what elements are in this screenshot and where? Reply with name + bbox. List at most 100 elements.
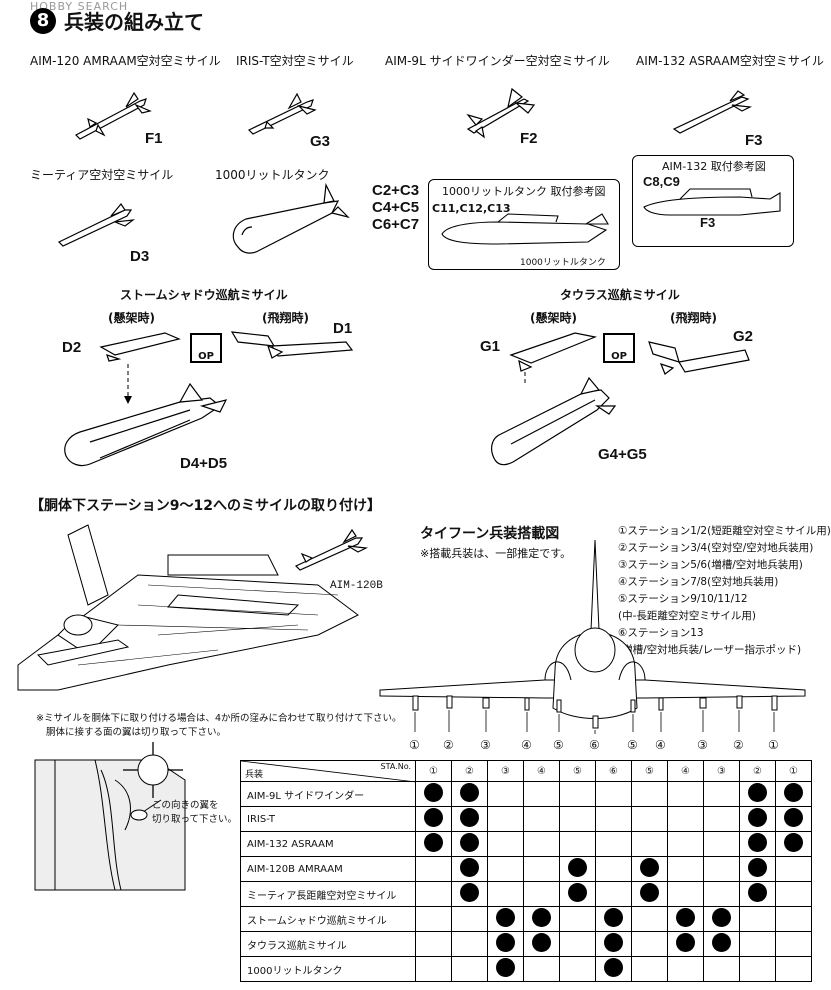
station-cell [559, 856, 596, 882]
fuselage-underside-drawing [17, 524, 359, 691]
station-cell [667, 806, 704, 832]
detail-note-1: この向きの翼を [152, 800, 219, 811]
weapon-name-cell: AIM-9L サイドワインダー [240, 781, 416, 807]
loaded-dot [496, 958, 515, 977]
table-col-header: ④ [523, 760, 560, 782]
station-cell [631, 781, 668, 807]
station-cell [703, 931, 740, 957]
station-cell [703, 856, 740, 882]
tank-ref-drawing [441, 213, 609, 245]
loaded-dot [568, 858, 587, 877]
table-row: 1000リットルタンク [240, 956, 812, 982]
station-cell [451, 856, 488, 882]
loaded-dot [604, 958, 623, 977]
station-cell [775, 881, 812, 907]
loaded-dot [460, 808, 479, 827]
fuselage-note-2: 胴体に接する面の翼は切り取って下さい。 [46, 727, 227, 738]
table-col-header: ② [451, 760, 488, 782]
step-number-badge: 8 [30, 8, 56, 34]
op-icon-storm-shadow: OP [190, 333, 222, 363]
loaded-dot [424, 808, 443, 827]
loaded-dot [460, 883, 479, 902]
station-cell [739, 831, 776, 857]
loaded-dot [784, 783, 803, 802]
station-cell [595, 831, 632, 857]
storm-shadow-hung-label: (懸架時) [108, 311, 155, 325]
taurus-flight-wing [648, 341, 750, 375]
aim9-part: F2 [520, 130, 538, 147]
station-cell [667, 906, 704, 932]
loaded-dot [748, 858, 767, 877]
station-cell [667, 956, 704, 982]
station-cell [451, 931, 488, 957]
loaded-dot [532, 933, 551, 952]
table-col-header: ① [415, 760, 452, 782]
station-cell [667, 931, 704, 957]
loaded-dot [784, 833, 803, 852]
loaded-dot [496, 933, 515, 952]
table-col-header: ③ [487, 760, 524, 782]
station-cell [559, 781, 596, 807]
fuselage-note-1: ※ミサイルを胴体下に取り付ける場合は、4か所の窪みに合わせて取り付けて下さい。 [36, 713, 402, 724]
loaded-dot [496, 908, 515, 927]
station-cell [631, 906, 668, 932]
loaded-dot [748, 883, 767, 902]
station-cell [451, 806, 488, 832]
station-cell [739, 856, 776, 882]
station-cell [523, 931, 560, 957]
station-cell [775, 956, 812, 982]
station-cell [631, 931, 668, 957]
loaded-dot [460, 858, 479, 877]
station-cell [631, 831, 668, 857]
station-cell [775, 931, 812, 957]
loaded-dot [712, 933, 731, 952]
loaded-dot [748, 808, 767, 827]
station-cell [775, 806, 812, 832]
weapon-name-cell: AIM-120B AMRAAM [240, 856, 416, 882]
loaded-dot [784, 808, 803, 827]
taurus-body-part: G4+G5 [598, 446, 647, 463]
station-cell [487, 931, 524, 957]
loaded-dot [640, 883, 659, 902]
station-cell [559, 831, 596, 857]
loaded-dot [424, 833, 443, 852]
station-table: 兵装 STA.No. ① ② ③ ④ ⑤ ⑥ ⑤ ④ ③ ② ① AIM-9L … [240, 760, 812, 982]
station-cell [631, 806, 668, 832]
loaded-dot [460, 833, 479, 852]
table-row: タウラス巡航ミサイル [240, 931, 812, 957]
typhoon-front-view [379, 539, 806, 734]
station-cell [703, 781, 740, 807]
station-cell [415, 781, 452, 807]
tank-label: 1000リットルタンク [215, 168, 330, 182]
table-row: ミーティア長距離空対空ミサイル [240, 881, 812, 907]
meteor-drawing [57, 202, 136, 247]
asraam-ref-title: AIM-132 取付参考図 [662, 160, 766, 173]
taurus-hung-part: G1 [480, 338, 501, 355]
station-cell [739, 881, 776, 907]
station-cell [559, 806, 596, 832]
station-cell [559, 881, 596, 907]
station-cell [595, 956, 632, 982]
station-cell [559, 931, 596, 957]
aim120b-label: AIM-120B [330, 580, 383, 592]
station-legend: ①ステーション1/2(短距離空対空ミサイル用) ②ステーション3/4(空対空/空… [618, 525, 831, 656]
station-cell [415, 906, 452, 932]
detail-inset-drawing [34, 742, 186, 891]
station-cell [775, 831, 812, 857]
station-cell [775, 781, 812, 807]
asraam-ref-part2: F3 [700, 215, 716, 230]
station-cell [523, 806, 560, 832]
station-cell [595, 806, 632, 832]
tank-reference-box [428, 179, 620, 270]
loaded-dot [604, 908, 623, 927]
station-cell [415, 931, 452, 957]
station-cell [487, 856, 524, 882]
loaded-dot [604, 933, 623, 952]
station-cell [775, 906, 812, 932]
station-cell [703, 956, 740, 982]
station-cell [667, 781, 704, 807]
station-cell [487, 881, 524, 907]
table-row: AIM-132 ASRAAM [240, 831, 812, 857]
detail-note-2: 切り取って下さい。 [152, 814, 238, 825]
station-cell [487, 806, 524, 832]
